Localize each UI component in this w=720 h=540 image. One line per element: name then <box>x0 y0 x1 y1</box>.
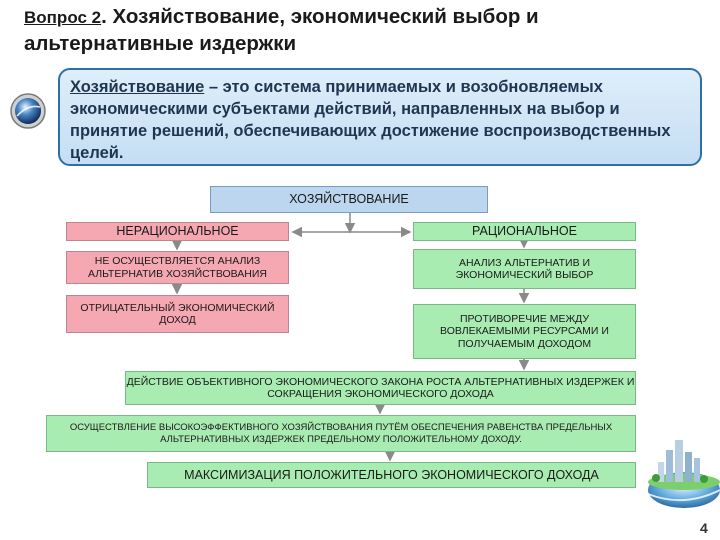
rational-node: РАЦИОНАЛЬНОЕ <box>413 222 636 241</box>
irrational-node: НЕРАЦИОНАЛЬНОЕ <box>66 222 289 241</box>
definition-box: Хозяйствование – это система принимаемых… <box>58 68 702 166</box>
slide-title: Вопрос 2. Хозяйствование, экономический … <box>24 4 664 57</box>
question-label: Вопрос 2 <box>24 8 102 27</box>
globe-icon <box>10 93 46 129</box>
efficiency-node: ОСУЩЕСТВЛЕНИЕ ВЫСОКОЭФФЕКТИВНОГО ХОЗЯЙСТ… <box>46 415 636 452</box>
contradiction-node: ПРОТИВОРЕЧИЕ МЕЖДУ ВОВЛЕКАЕМЫМИ РЕСУРСАМ… <box>413 304 636 359</box>
alternatives-analysis-node: АНАЛИЗ АЛЬТЕРНАТИВ И ЭКОНОМИЧЕСКИЙ ВЫБОР <box>413 249 636 289</box>
title-text: . Хозяйствование, экономический выбор и … <box>24 5 539 55</box>
definition-term: Хозяйствование <box>70 78 205 96</box>
earth-city-illustration <box>647 440 720 508</box>
page-number: 4 <box>700 520 708 536</box>
no-analysis-node: НЕ ОСУЩЕСТВЛЯЕТСЯ АНАЛИЗ АЛЬТЕРНАТИВ ХОЗ… <box>66 251 289 284</box>
maximization-node: МАКСИМИЗАЦИЯ ПОЛОЖИТЕЛЬНОГО ЭКОНОМИЧЕСКО… <box>147 462 636 488</box>
root-node: ХОЗЯЙСТВОВАНИЕ <box>210 186 488 213</box>
economic-law-node: ДЕЙСТВИЕ ОБЪЕКТИВНОГО ЭКОНОМИЧЕСКОГО ЗАК… <box>125 371 636 405</box>
negative-income-node: ОТРИЦАТЕЛЬНЫЙ ЭКОНОМИЧЕСКИЙ ДОХОД <box>66 295 289 333</box>
definition-text: – это система принимаемых и возобновляем… <box>70 78 671 162</box>
